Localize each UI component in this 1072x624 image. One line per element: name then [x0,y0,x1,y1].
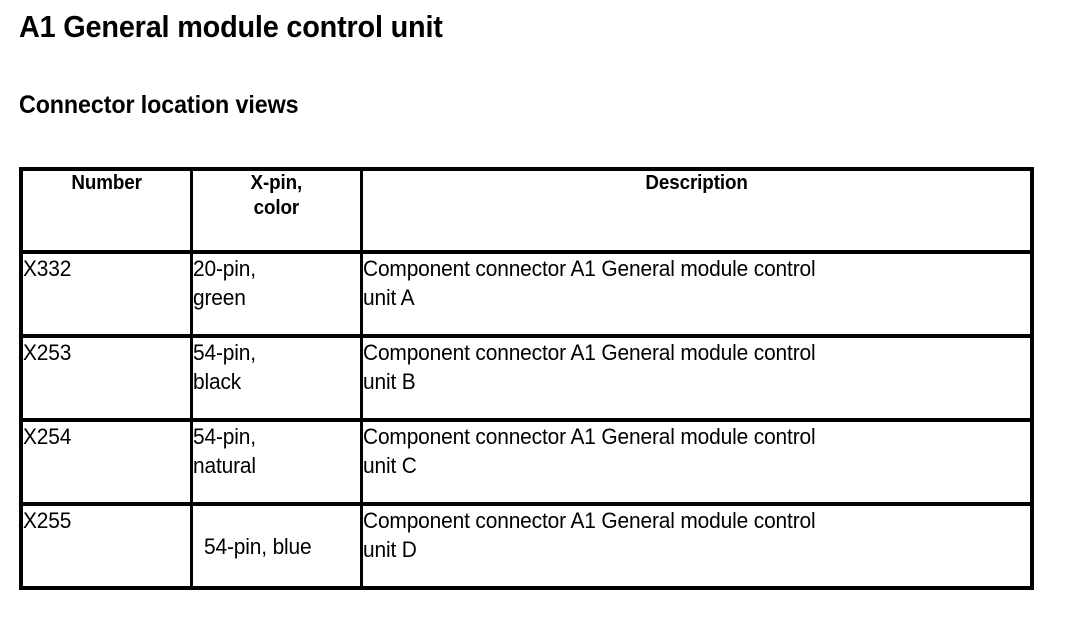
xpin-color-value-line2: green [193,285,246,310]
column-header-description-label: Description [645,172,748,194]
column-header-xpin-color-label-line2: color [253,197,300,219]
table-header: Number X-pin, color Description [21,169,1032,254]
cell-xpin-color: 54-pin, blue [190,502,363,588]
table-row: X253 54-pin, black Component connector A… [21,334,1032,422]
table-row: X255 54-pin, blue Component connector A1… [21,502,1032,588]
cell-number: X332 [21,250,194,338]
cell-description: Component connector A1 General module co… [359,418,1032,506]
section-heading: Connector location views [19,91,299,119]
cell-description: Component connector A1 General module co… [359,334,1032,422]
cell-xpin-color: 54-pin, black [190,334,363,422]
cell-number: X255 [21,502,194,588]
description-value-line1: Component connector A1 General module co… [362,424,816,449]
table-row: X254 54-pin, natural Component connector… [21,418,1032,506]
connector-number-value: X255 [23,508,72,533]
xpin-color-value-line1: 20-pin, [193,256,257,281]
xpin-color-value-line1: 54-pin, [193,340,257,365]
xpin-color-value-line1: 54-pin, blue [204,533,312,559]
cell-number: X253 [21,334,194,422]
column-header-description: Description [359,169,1032,254]
column-header-number-label: Number [71,172,142,194]
description-value-line2: unit A [362,285,415,310]
xpin-color-value-line2: natural [193,453,257,478]
cell-description: Component connector A1 General module co… [359,250,1032,338]
cell-number: X254 [21,418,194,506]
table-body: X332 20-pin, green Component connector A… [21,250,1032,588]
table-header-row: Number X-pin, color Description [21,169,1032,254]
description-value-line1: Component connector A1 General module co… [362,256,816,281]
column-header-number: Number [21,169,194,254]
connector-number-value: X253 [23,340,72,365]
table-row: X332 20-pin, green Component connector A… [21,250,1032,338]
cell-xpin-color: 20-pin, green [190,250,363,338]
column-header-xpin-color: X-pin, color [190,169,363,254]
description-value-line2: unit C [362,453,417,478]
description-value-line1: Component connector A1 General module co… [362,508,816,533]
connector-location-table: Number X-pin, color Description X332 20-… [19,167,1034,590]
xpin-color-value-line1: 54-pin, [193,424,257,449]
description-value-line2: unit D [362,537,417,562]
cell-description: Component connector A1 General module co… [359,502,1032,588]
column-header-xpin-color-label-line1: X-pin, [250,172,303,194]
connector-number-value: X254 [23,424,72,449]
connector-number-value: X332 [23,256,72,281]
description-value-line1: Component connector A1 General module co… [362,340,816,365]
page-title: A1 General module control unit [19,9,443,44]
description-value-line2: unit B [362,369,416,394]
xpin-color-value-line2: black [193,369,242,394]
cell-xpin-color: 54-pin, natural [190,418,363,506]
